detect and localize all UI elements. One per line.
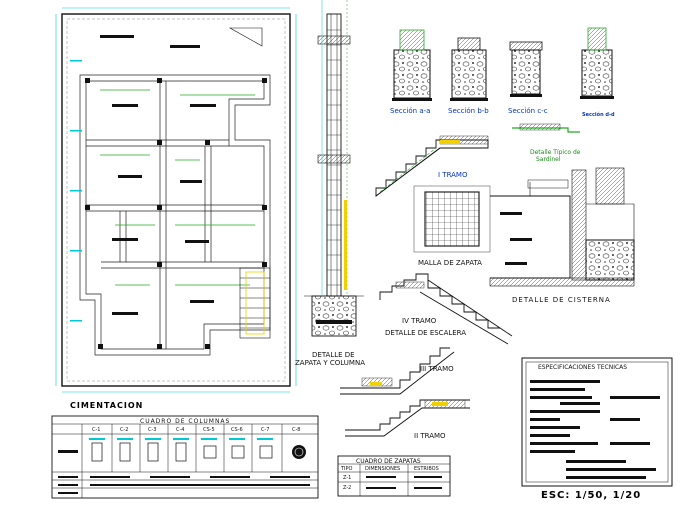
tramo-iii-label: III TRAMO	[420, 365, 454, 373]
col-header-c4: C-4	[176, 427, 185, 433]
col-header-c3: C-3	[148, 427, 157, 433]
tramo-ii-label: II TRAMO	[414, 432, 446, 440]
scale-label: ESC: 1/50, 1/20	[541, 490, 642, 501]
zapata-columna-label-1: DETALLE DE	[312, 351, 355, 359]
plan-title: CIMENTACION	[70, 401, 144, 410]
sardinel-detail	[512, 123, 580, 133]
col-header-cs6: CS-6	[231, 427, 243, 433]
columns-table-title: CUADRO DE COLUMNAS	[140, 418, 231, 425]
stair-i-tramo-detail	[375, 135, 489, 197]
zapata-columna-label-2: ZAPATA Y COLUMNA	[295, 359, 365, 367]
zap-row-z2: Z-2	[343, 485, 352, 491]
stair-iv-tramo-detail	[379, 273, 513, 345]
stair-iii-tramo-detail	[340, 347, 455, 395]
col-header-c1: C-1	[92, 427, 101, 433]
detalle-escalera-label: DETALLE DE ESCALERA	[385, 329, 467, 337]
section-d	[580, 27, 614, 99]
section-d-label: Sección d-d	[582, 112, 615, 118]
tramo-iv-label: IV TRAMO	[402, 317, 437, 325]
zap-row-z1: Z-1	[343, 475, 352, 481]
zapatas-table	[337, 455, 451, 497]
zap-header-dim: DIMENSIONES	[365, 466, 401, 472]
cisterna-detail	[489, 167, 635, 287]
stair-ii-tramo-detail	[345, 399, 470, 437]
col-header-c7: C-7	[261, 427, 270, 433]
section-b-label: Sección b-b	[448, 107, 489, 115]
zapata-columna-elevation	[304, 0, 364, 337]
col-header-c8: C-8	[292, 427, 301, 433]
section-c-label: Sección c-c	[508, 107, 548, 115]
zap-header-tipo: TIPO	[341, 466, 353, 472]
zap-header-estribos: ESTRIBOS	[414, 466, 439, 472]
specs-title: ESPECIFICACIONES TECNICAS	[538, 364, 628, 371]
section-c	[509, 41, 543, 97]
zapatas-table-title: CUADRO DE ZAPATAS	[356, 458, 421, 465]
specs-box	[521, 357, 673, 487]
malla-label: MALLA DE ZAPATA	[418, 259, 482, 267]
foundation-plan	[55, 7, 297, 393]
section-b	[450, 37, 488, 101]
tramo-i-label: I TRAMO	[438, 171, 468, 179]
section-a-label: Sección a-a	[390, 107, 431, 115]
malla-zapata	[413, 185, 491, 253]
sardinel-label-1: Detalle Típico de	[530, 149, 581, 156]
cisterna-label: DETALLE DE CISTERNA	[512, 296, 611, 304]
col-header-cs5: CS-5	[203, 427, 215, 433]
sardinel-label-2: Sardinel	[536, 156, 561, 163]
col-header-c2: C-2	[120, 427, 129, 433]
section-a	[392, 29, 432, 101]
columns-table	[51, 415, 319, 499]
